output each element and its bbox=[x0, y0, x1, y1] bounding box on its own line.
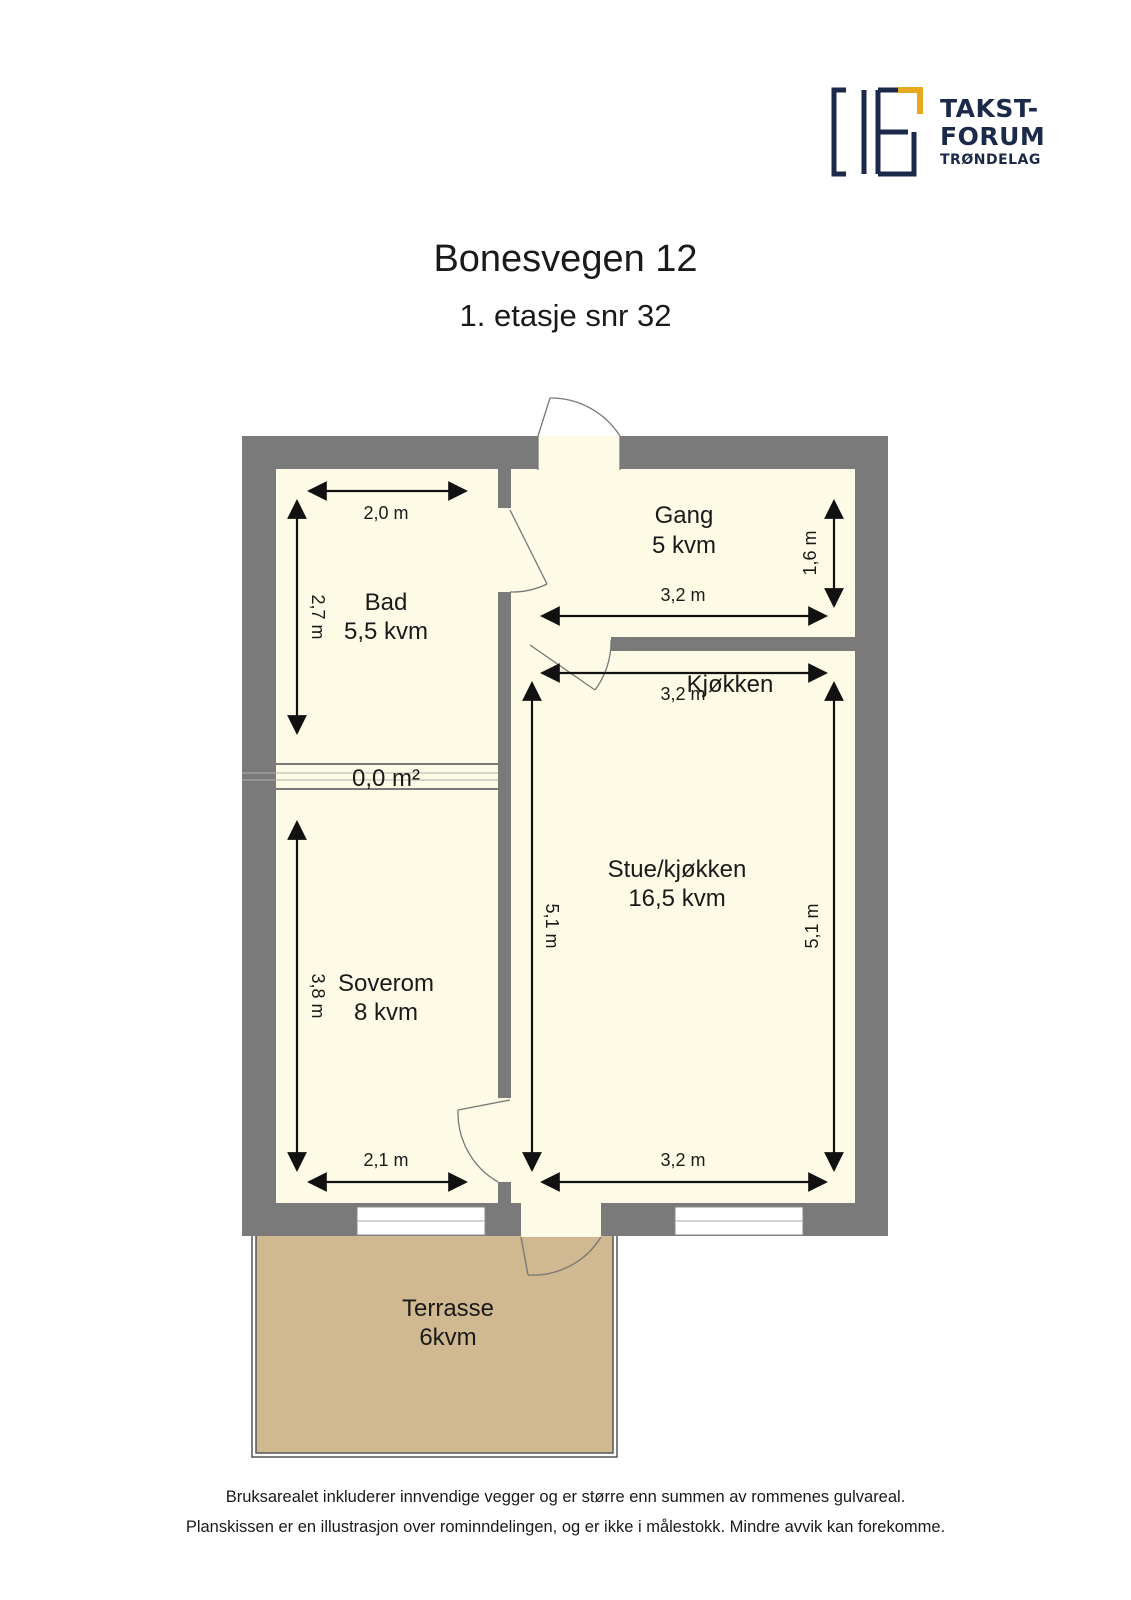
label-kjokken-name: Kjøkken bbox=[687, 671, 774, 698]
dim-gang-length: 1,6 m bbox=[800, 530, 820, 575]
room-passage bbox=[276, 765, 498, 788]
dim-bad-length: 2,7 m bbox=[308, 594, 328, 639]
dim-stue-length-right: 5,1 m bbox=[802, 903, 822, 948]
logo-text-forum: FORUM bbox=[940, 122, 1046, 151]
door-opening-entry bbox=[538, 436, 620, 470]
dim-bad-width: 2,0 m bbox=[363, 503, 408, 523]
dim-soverom-length: 3,8 m bbox=[308, 973, 328, 1018]
dim-stue-length-left: 5,1 m bbox=[542, 903, 562, 948]
door-opening-terrace bbox=[521, 1203, 601, 1237]
label-terrasse-name: Terrasse bbox=[402, 1295, 494, 1322]
room-stue bbox=[511, 651, 855, 1203]
door-bad bbox=[509, 509, 548, 593]
page-title: Bonesvegen 12 bbox=[433, 238, 698, 280]
label-soverom-name: Soverom bbox=[338, 970, 434, 997]
dim-soverom-width: 2,1 m bbox=[363, 1150, 408, 1170]
takstforum-logo: TAKST- FORUM TRØNDELAG bbox=[828, 84, 1058, 180]
door-opening-soverom bbox=[498, 1098, 512, 1182]
dimension-lines bbox=[287, 481, 844, 1192]
footer-note-disclaimer: Planskissen er en illustrasjon over romi… bbox=[185, 1518, 946, 1536]
room-bad bbox=[276, 469, 498, 763]
door-entry bbox=[537, 397, 621, 470]
label-soverom-area: 8 kvm bbox=[354, 999, 418, 1026]
label-gang-area: 5 kvm bbox=[652, 532, 716, 559]
label-stue-area: 16,5 kvm bbox=[628, 885, 725, 912]
label-stue-name: Stue/kjøkken bbox=[608, 856, 747, 883]
door-terrace bbox=[520, 1236, 602, 1276]
dim-kjokken-width: 3,2 m bbox=[660, 684, 705, 704]
label-passage-area: 0,0 m² bbox=[352, 765, 420, 792]
logo-text-trondelag: TRØNDELAG bbox=[940, 152, 1041, 168]
dim-gang-width: 3,2 m bbox=[660, 585, 705, 605]
door-soverom bbox=[457, 1099, 511, 1183]
hall-connector bbox=[511, 630, 611, 660]
door-opening-bad bbox=[498, 508, 512, 592]
dim-stue-width: 3,2 m bbox=[660, 1150, 705, 1170]
label-gang-name: Gang bbox=[655, 502, 714, 529]
page-subtitle: 1. etasje snr 32 bbox=[459, 298, 672, 333]
label-terrasse-area: 6kvm bbox=[419, 1324, 476, 1351]
logo-text-takst: TAKST- bbox=[940, 94, 1039, 123]
takstforum-logo-mark bbox=[831, 87, 923, 177]
label-bad-name: Bad bbox=[365, 589, 408, 616]
label-bad-area: 5,5 kvm bbox=[344, 618, 428, 645]
footer-note-area: Bruksarealet inkluderer innvendige vegge… bbox=[225, 1488, 906, 1506]
